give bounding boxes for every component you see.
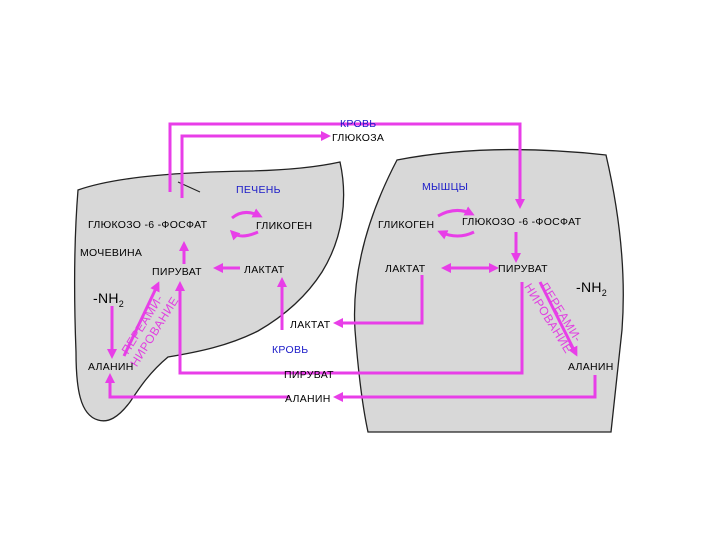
blood-heading-top: КРОВЬ <box>340 118 376 130</box>
muscle-lactate-label: ЛАКТАТ <box>385 263 426 275</box>
muscle-glycogen-label: ГЛИКОГЕН <box>378 219 434 231</box>
muscle-alanine-label: АЛАНИН <box>568 361 614 373</box>
blood-alanine-label: АЛАНИН <box>285 393 331 405</box>
blood-glucose-label: ГЛЮКОЗА <box>332 132 384 144</box>
muscle-g6p-label: ГЛЮКОЗО -6 -ФОСФАТ <box>462 216 582 228</box>
liver-lactate-label: ЛАКТАТ <box>244 264 285 276</box>
blood-heading-middle: КРОВЬ <box>272 344 308 356</box>
blood-lactate-label: ЛАКТАТ <box>290 319 331 331</box>
liver-pyruvate-label: ПИРУВАТ <box>152 266 202 278</box>
liver-heading: ПЕЧЕНЬ <box>236 184 281 196</box>
blood-pyruvate-label: ПИРУВАТ <box>284 369 334 381</box>
liver-alanine-label: АЛАНИН <box>88 361 134 373</box>
liver-g6p-label: ГЛЮКОЗО -6 -ФОСФАТ <box>88 219 208 231</box>
liver-glycogen-label: ГЛИКОГЕН <box>256 220 312 232</box>
muscle-heading: МЫШЦЫ <box>422 181 468 193</box>
muscle-pyruvate-label: ПИРУВАТ <box>498 263 548 275</box>
urea-label: МОЧЕВИНА <box>80 247 142 259</box>
